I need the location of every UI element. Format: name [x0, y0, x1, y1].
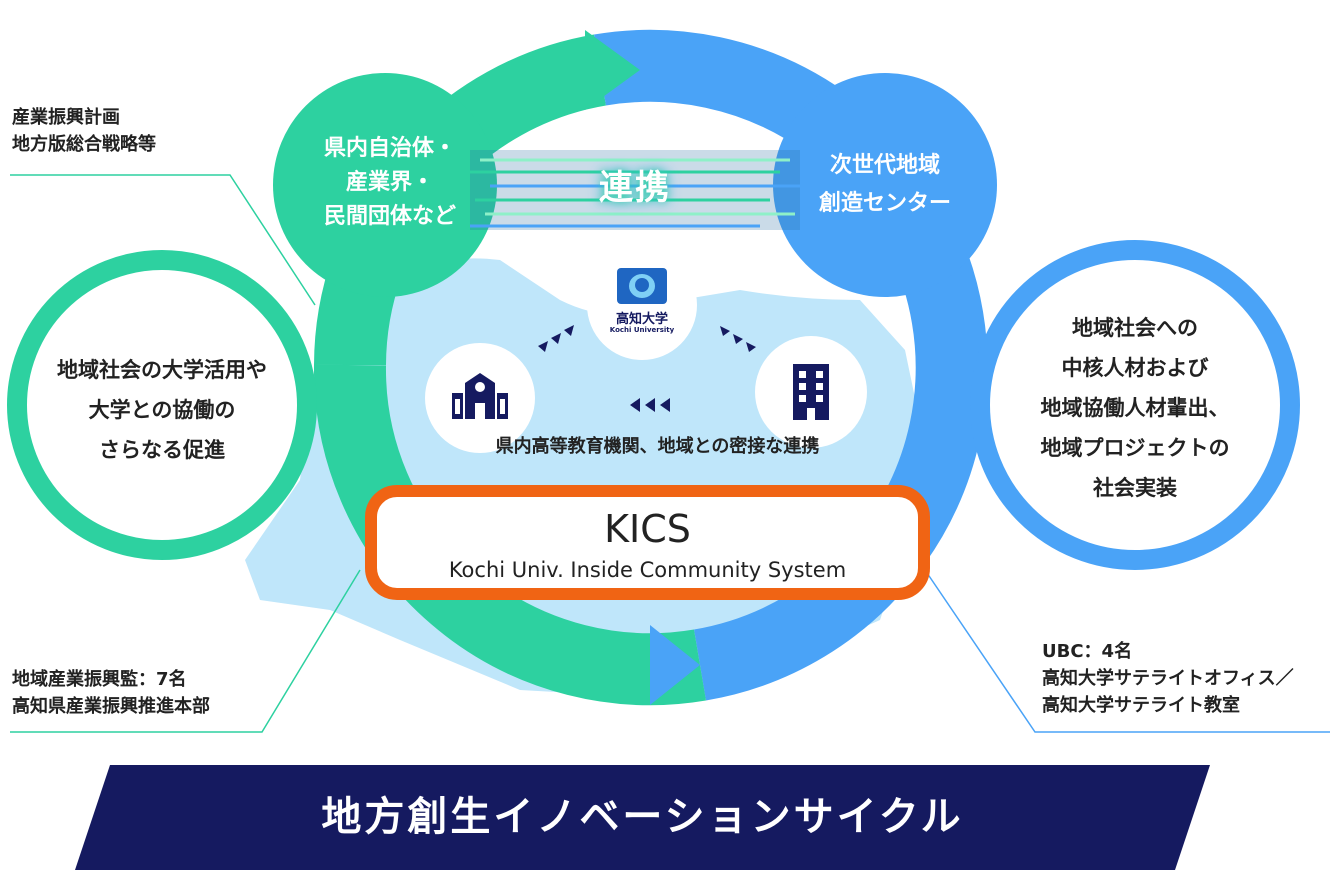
- left-top-bubble: [273, 73, 497, 297]
- ring-line: さらなる促進: [99, 438, 225, 462]
- note-line: 地域産業振興監：7名: [12, 669, 187, 690]
- collaboration-streaks: [470, 150, 800, 230]
- connector-line-bottom-right: [924, 569, 1330, 733]
- ring-line: 地域社会への: [1072, 316, 1198, 340]
- right-top-bubble: [773, 73, 997, 297]
- university-logo-circle: 高知大学 Kochi University: [587, 250, 697, 360]
- left-bubble-label: 県内自治体・ 産業界・ 民間団体など: [290, 132, 490, 234]
- ring-line: 地域プロジェクトの: [1040, 436, 1230, 460]
- bottom-right-note: UBC：4名 高知大学サテライトオフィス／ 高知大学サテライト教室: [1042, 638, 1294, 719]
- collaboration-label: 連携: [599, 168, 671, 208]
- bottom-left-note: 地域産業振興監：7名 高知県産業振興推進本部: [12, 666, 210, 720]
- right-ring: [970, 240, 1300, 570]
- university-name: 高知大学: [615, 312, 668, 327]
- banner-title: 地方創生イノベーションサイクル: [321, 794, 964, 840]
- bubble-line: 次世代地域: [829, 153, 940, 178]
- bubble-line: 創造センター: [818, 191, 951, 216]
- note-line: 地方版総合戦略等: [12, 134, 156, 155]
- school-icon-circle: [425, 343, 535, 453]
- note-line: 高知大学サテライトオフィス／: [1042, 668, 1294, 689]
- note-line: 高知県産業振興推進本部: [12, 696, 210, 717]
- ring-line: 地域協働人材輩出、: [1040, 396, 1230, 420]
- collaboration-caption: 県内高等教育機関、地域との密接な連携: [495, 436, 820, 457]
- kics-box: KICS Kochi Univ. Inside Community System: [365, 485, 930, 600]
- note-line: 産業振興計画: [12, 107, 120, 128]
- office-building-icon: [793, 364, 829, 420]
- small-arrows: [538, 325, 756, 412]
- left-ring-label: 地域社会の大学活用や 大学との協働の さらなる促進: [17, 350, 307, 470]
- ring-line: 中核人材および: [1061, 356, 1209, 380]
- office-icon-circle: [755, 336, 867, 448]
- kics-subtitle: Kochi Univ. Inside Community System: [448, 558, 847, 582]
- school-building-icon: [452, 373, 508, 419]
- left-ring: [7, 250, 317, 560]
- kics-title: KICS: [604, 507, 691, 551]
- note-line: UBC：4名: [1042, 641, 1133, 662]
- bubble-line: 民間団体など: [323, 204, 456, 229]
- university-name-en: Kochi University: [609, 326, 675, 334]
- connector-line-bottom-left: [10, 569, 361, 733]
- banner-background: [75, 765, 1210, 870]
- top-left-note: 産業振興計画 地方版総合戦略等: [12, 104, 156, 158]
- ring-line: 大学との協働の: [88, 398, 236, 422]
- ring-line: 地域社会の大学活用や: [57, 358, 267, 382]
- kochi-university-logo-icon: [617, 268, 667, 304]
- right-bubble-label: 次世代地域 創造センター: [785, 147, 985, 223]
- ring-line: 社会実装: [1093, 476, 1177, 500]
- bubble-line: 産業界・: [345, 170, 434, 195]
- connector-line-top-left: [10, 174, 316, 306]
- note-line: 高知大学サテライト教室: [1042, 695, 1240, 716]
- bubble-line: 県内自治体・: [323, 136, 456, 161]
- right-ring-label: 地域社会への 中核人材および 地域協働人材輩出、 地域プロジェクトの 社会実装: [985, 308, 1285, 508]
